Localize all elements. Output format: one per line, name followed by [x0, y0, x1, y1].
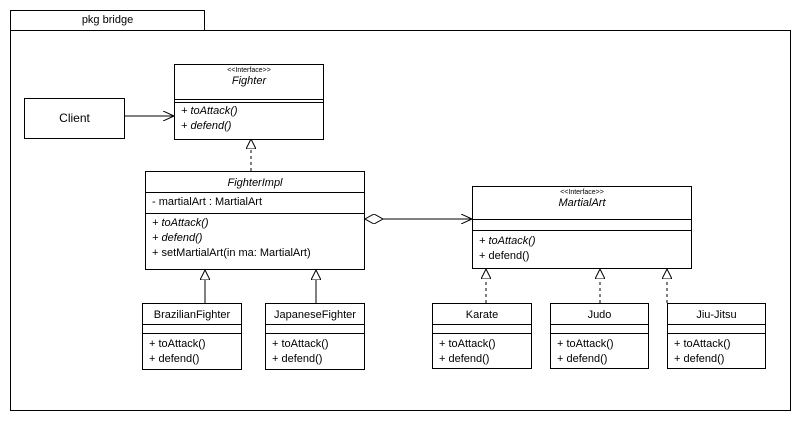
package-tab: pkg bridge: [10, 10, 205, 31]
martialart-op: + toAttack(): [479, 235, 536, 247]
brazilianfighter-operations: + toAttack() + defend(): [143, 334, 241, 367]
japanesefighter-class[interactable]: JapaneseFighter + toAttack() + defend(): [265, 303, 365, 370]
client-name: Client: [59, 111, 90, 125]
karate-name: Karate: [465, 309, 499, 321]
fighterimpl-attr: - martialArt : MartialArt: [152, 196, 263, 208]
martialart-header: <<Interface>> MartialArt: [473, 187, 691, 220]
fighterimpl-operations: + toAttack() + defend() + setMartialArt(…: [146, 214, 364, 261]
package-frame: [10, 30, 791, 411]
fighterimpl-op: + setMartialArt(in ma: MartialArt): [152, 247, 311, 259]
japanesefighter-header: JapaneseFighter: [266, 304, 364, 325]
judo-header: Judo: [551, 304, 648, 325]
judo-op: + defend(): [557, 353, 608, 365]
brazilianfighter-attributes: [143, 325, 241, 334]
fighter-header: <<Interface>> Fighter: [175, 65, 323, 100]
fighter-op: + defend(): [181, 120, 232, 132]
fighter-name: Fighter: [231, 75, 267, 87]
fighter-interface[interactable]: <<Interface>> Fighter + toAttack() + def…: [174, 64, 324, 140]
jiujitsu-op: + toAttack(): [674, 338, 731, 350]
fighterimpl-op: + toAttack(): [152, 217, 209, 229]
fighterimpl-class[interactable]: FighterImpl - martialArt : MartialArt + …: [145, 171, 365, 270]
martialart-stereotype: <<Interface>>: [560, 189, 604, 196]
package-name: pkg bridge: [81, 14, 134, 26]
brazilianfighter-name: BrazilianFighter: [153, 309, 231, 321]
judo-operations: + toAttack() + defend(): [551, 334, 648, 367]
jiujitsu-name: Jiu-Jitsu: [696, 309, 737, 321]
judo-name: Judo: [587, 309, 612, 321]
japanesefighter-attributes: [266, 325, 364, 334]
fighterimpl-op: + defend(): [152, 232, 203, 244]
brazilianfighter-op: + toAttack(): [149, 338, 206, 350]
brazilianfighter-op: + defend(): [149, 353, 200, 365]
japanesefighter-op: + defend(): [272, 353, 323, 365]
jiujitsu-attributes: [668, 325, 765, 334]
martialart-operations: + toAttack() + defend(): [473, 231, 691, 264]
japanesefighter-op: + toAttack(): [272, 338, 329, 350]
martialart-op: + defend(): [479, 250, 530, 262]
jiujitsu-operations: + toAttack() + defend(): [668, 334, 765, 367]
jiujitsu-op: + defend(): [674, 353, 725, 365]
karate-operations: + toAttack() + defend(): [433, 334, 531, 367]
judo-class[interactable]: Judo + toAttack() + defend(): [550, 303, 649, 369]
karate-op: + toAttack(): [439, 338, 496, 350]
karate-attributes: [433, 325, 531, 334]
client-class[interactable]: Client: [24, 98, 125, 139]
fighter-stereotype: <<Interface>>: [227, 67, 271, 74]
judo-attributes: [551, 325, 648, 334]
karate-class[interactable]: Karate + toAttack() + defend(): [432, 303, 532, 369]
martialart-attributes: [473, 220, 691, 231]
fighterimpl-header: FighterImpl: [146, 172, 364, 193]
japanesefighter-name: JapaneseFighter: [274, 309, 356, 321]
fighterimpl-name: FighterImpl: [227, 177, 283, 189]
martialart-name: MartialArt: [558, 197, 606, 209]
martialart-interface[interactable]: <<Interface>> MartialArt + toAttack() + …: [472, 186, 692, 269]
fighterimpl-attributes: - martialArt : MartialArt: [146, 193, 364, 214]
brazilianfighter-header: BrazilianFighter: [143, 304, 241, 325]
jiujitsu-header: Jiu-Jitsu: [668, 304, 765, 325]
judo-op: + toAttack(): [557, 338, 614, 350]
fighter-attributes: [175, 100, 323, 103]
japanesefighter-operations: + toAttack() + defend(): [266, 334, 364, 367]
karate-header: Karate: [433, 304, 531, 325]
jiujitsu-class[interactable]: Jiu-Jitsu + toAttack() + defend(): [667, 303, 766, 369]
fighter-operations: + toAttack() + defend(): [175, 103, 323, 134]
fighter-op: + toAttack(): [181, 105, 238, 117]
brazilianfighter-class[interactable]: BrazilianFighter + toAttack() + defend(): [142, 303, 242, 370]
karate-op: + defend(): [439, 353, 490, 365]
